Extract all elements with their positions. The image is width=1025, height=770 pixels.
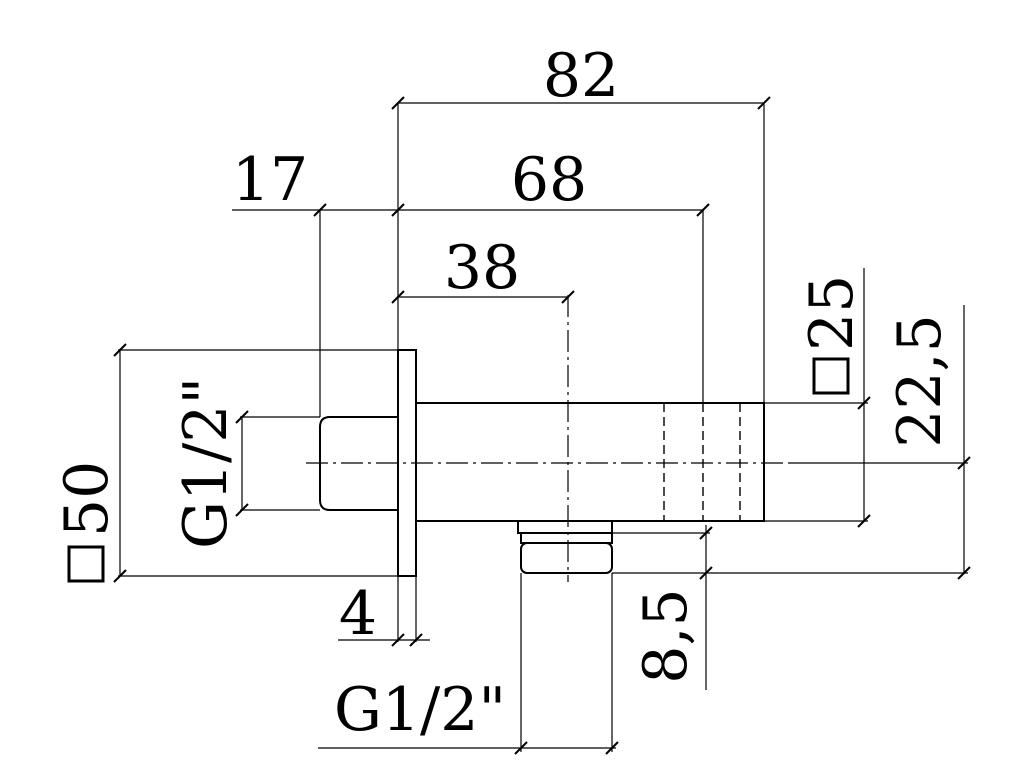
square-symbol-icon [67, 545, 105, 583]
square-tube [415, 402, 765, 522]
dim-label-22-5: 22,5 [885, 314, 955, 448]
dimension-lines [113, 96, 971, 755]
outlet-nut [520, 542, 613, 574]
dim-label-8-5: 8,5 [631, 588, 701, 683]
plate-square-label-group: 50 [52, 461, 122, 583]
outlet-neck [517, 521, 613, 534]
dim-label-50: 50 [52, 461, 122, 537]
square-symbol-icon [812, 357, 850, 395]
dim-label-38: 38 [444, 233, 520, 303]
offset-label-group: 22,5 [885, 314, 955, 448]
dim-label-17: 17 [232, 145, 308, 215]
dim-label-82: 82 [543, 41, 619, 111]
dim-label-4: 4 [339, 579, 377, 649]
tube-square-label-group: 25 [797, 275, 867, 395]
wall-elbow-outline [306, 295, 790, 582]
height-label-group: 8,5 [631, 588, 701, 683]
outlet-thread-label: G1/2" [334, 675, 506, 745]
inlet-thread-label: G1/2" [171, 377, 241, 549]
inlet-thread-label-group: G1/2" [171, 377, 241, 549]
dim-label-25: 25 [797, 275, 867, 351]
dim-label-68: 68 [511, 145, 587, 215]
outlet-nut-top [520, 532, 613, 544]
